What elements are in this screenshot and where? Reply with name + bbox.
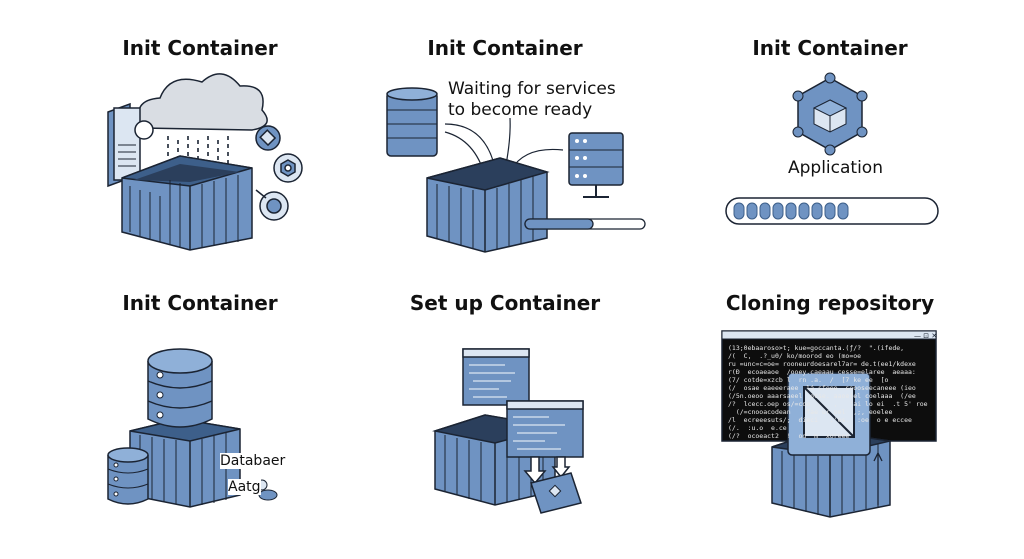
setup-illustration bbox=[432, 348, 584, 514]
code-window-icon bbox=[462, 348, 530, 406]
panel-init-application: Init Container Application bbox=[660, 0, 1000, 270]
database-icon bbox=[147, 348, 213, 428]
database-label: Databaer bbox=[220, 453, 286, 469]
cloud-pull-illustration bbox=[107, 73, 303, 251]
terminal-line: ru =unc=c=oe= rooneurdoesarel7ar= de.t(e… bbox=[728, 360, 916, 368]
panel-init-cloud: Init Container bbox=[30, 0, 370, 270]
terminal-line: /l ecreeesuts/; dieci .'es. :oe o e ecce… bbox=[728, 416, 912, 424]
server-icon bbox=[386, 87, 438, 157]
database-icon bbox=[107, 447, 149, 505]
panel-cloning-repository: Cloning repository — ⊡ ✕ bbox=[660, 255, 1000, 525]
svg-text:— ⊡ ✕: — ⊡ ✕ bbox=[914, 332, 937, 340]
terminal-line: (/? ocoeact2 ! od m xoreee bbox=[728, 432, 850, 440]
panel-title: Set up Container bbox=[409, 291, 601, 315]
terminal-line: /( C, .?_u0/ ko/moorod eo (mo=oe bbox=[728, 352, 862, 360]
container-box bbox=[121, 155, 253, 251]
database-sublabel: Aatg bbox=[228, 479, 261, 495]
terminal-line: (/ osae eaeeeraee lá sfeee soooseecaneee… bbox=[728, 384, 916, 392]
application-progress-bar bbox=[725, 197, 939, 225]
database-illustration bbox=[107, 348, 278, 508]
code-window-icon bbox=[506, 400, 584, 458]
terminal-line: (/=cnooacodean fae ur oel ,;, eoelee bbox=[728, 408, 893, 416]
panel-title: Cloning repository bbox=[725, 291, 935, 315]
terminal-output: (13;0ebaaroso>t; kue=goccanta.(ƒ/? ".(if… bbox=[722, 342, 936, 440]
gear-icon bbox=[255, 125, 303, 221]
panel-init-services: Init Container Waiting for services to b… bbox=[335, 0, 675, 270]
repository-icon bbox=[787, 372, 871, 456]
panel-init-database: Init Container bbox=[30, 255, 370, 525]
panel-title: Init Container bbox=[427, 36, 583, 60]
waiting-caption: Waiting for services to become ready bbox=[448, 79, 616, 120]
panel-title: Init Container bbox=[752, 36, 908, 60]
cloud-icon bbox=[137, 73, 268, 131]
application-label: Application bbox=[788, 158, 883, 178]
hexagon-app-icon bbox=[792, 72, 868, 156]
terminal-line: /? lcecc.oep os/=coo . , 'ai lo ei .t 5'… bbox=[728, 400, 928, 408]
services-illustration bbox=[386, 87, 646, 253]
terminal-line: (7/ cotde=xzcb l rn .a. / [7 ke ee [o bbox=[728, 376, 889, 384]
terminal-line: (/. :u.o e.ce bbox=[728, 424, 787, 432]
terminal-line: (/5n.oeoo aaarsaeel ocse. aaoe(el coelaa… bbox=[728, 392, 916, 400]
application-illustration bbox=[725, 72, 939, 225]
service-progress-bar bbox=[524, 218, 646, 230]
panel-title: Init Container bbox=[122, 36, 278, 60]
server-icon bbox=[568, 132, 624, 198]
container-box bbox=[129, 418, 241, 508]
container-box bbox=[426, 157, 550, 253]
terminal-line: r(Ð ecoaeaoe /ooey.caeaau cesse=elaree a… bbox=[728, 368, 916, 376]
folder-icon bbox=[530, 472, 582, 514]
terminal-line: (13;0ebaaroso>t; kue=goccanta.(ƒ/? ".(if… bbox=[728, 344, 905, 352]
cloning-illustration: — ⊡ ✕ bbox=[721, 330, 937, 518]
panel-title: Init Container bbox=[122, 291, 278, 315]
panel-setup-container: Set up Container bbox=[335, 255, 675, 525]
